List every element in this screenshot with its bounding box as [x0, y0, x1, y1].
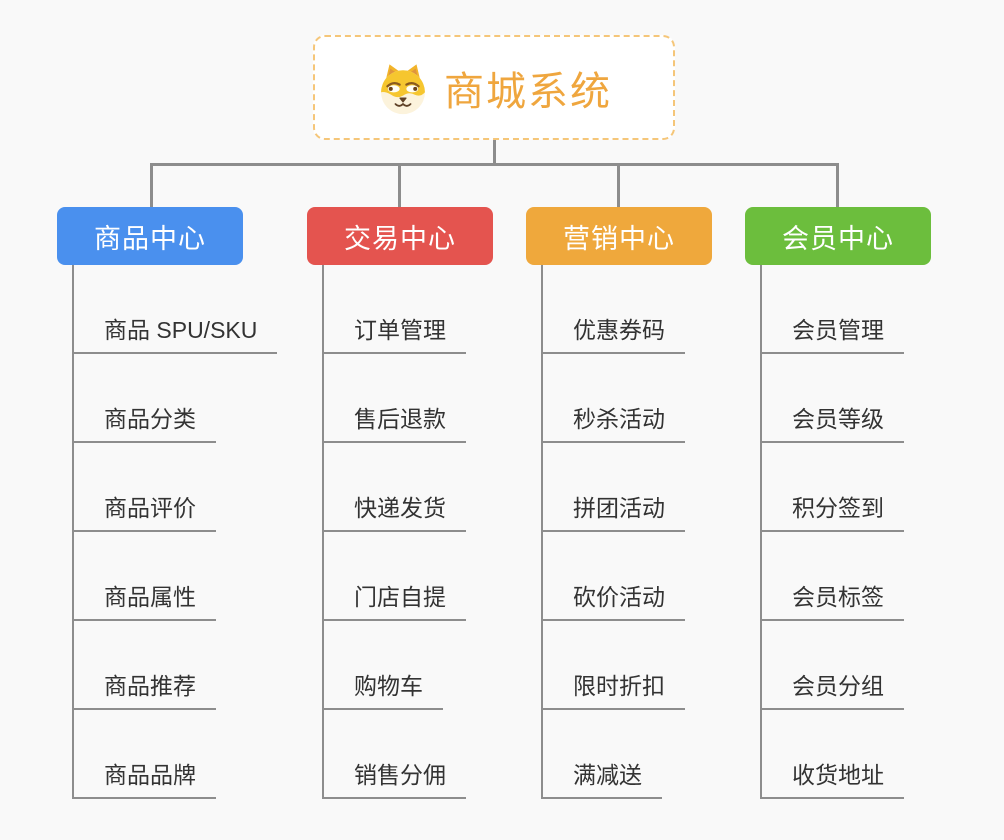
topic-node[interactable]: 优惠券码 — [543, 311, 685, 354]
topic-node[interactable]: 会员标签 — [762, 578, 904, 621]
doge-icon — [376, 61, 430, 115]
topic-row: 商品分类 — [74, 354, 243, 443]
topic-row: 商品 SPU/SKU — [74, 265, 278, 354]
topic-row: 会员标签 — [762, 532, 931, 621]
topic-node[interactable]: 订单管理 — [324, 311, 466, 354]
topic-node[interactable]: 商品 SPU/SKU — [74, 311, 278, 354]
topic-row: 商品品牌 — [74, 710, 243, 799]
topic-row: 商品评价 — [74, 443, 243, 532]
topic-row: 优惠券码 — [543, 265, 712, 354]
connector-root-stub — [493, 140, 496, 164]
topic-row: 限时折扣 — [543, 621, 712, 710]
topic-node[interactable]: 商品品牌 — [74, 756, 216, 799]
root-title: 商城系统 — [444, 69, 612, 114]
topic-row: 收货地址 — [762, 710, 931, 799]
branch-items-trade: 订单管理 售后退款 快递发货 门店自提 购物车 销售分佣 — [322, 265, 493, 799]
topic-node[interactable]: 会员等级 — [762, 400, 904, 443]
topic-row: 商品推荐 — [74, 621, 243, 710]
connector-drop-product — [150, 163, 153, 207]
topic-row: 积分签到 — [762, 443, 931, 532]
branch-items-product: 商品 SPU/SKU 商品分类 商品评价 商品属性 商品推荐 商品品牌 — [72, 265, 278, 799]
connector-drop-trade — [398, 163, 401, 207]
topic-node[interactable]: 商品推荐 — [74, 667, 216, 710]
topic-row: 门店自提 — [324, 532, 493, 621]
branch-items-member: 会员管理 会员等级 积分签到 会员标签 会员分组 收货地址 — [760, 265, 931, 799]
branch-column-trade: 交易中心 订单管理 售后退款 快递发货 门店自提 购物车 销售分佣 — [307, 207, 493, 799]
topic-row: 订单管理 — [324, 265, 493, 354]
connector-drop-marketing — [617, 163, 620, 207]
branch-node-trade-center[interactable]: 交易中心 — [307, 207, 493, 265]
topic-node[interactable]: 商品评价 — [74, 489, 216, 532]
topic-row: 拼团活动 — [543, 443, 712, 532]
topic-node[interactable]: 拼团活动 — [543, 489, 685, 532]
topic-row: 快递发货 — [324, 443, 493, 532]
topic-row: 购物车 — [324, 621, 493, 710]
branch-node-member-center[interactable]: 会员中心 — [745, 207, 931, 265]
connector-drop-member — [836, 163, 839, 207]
topic-row: 商品属性 — [74, 532, 243, 621]
topic-node[interactable]: 秒杀活动 — [543, 400, 685, 443]
branch-column-member: 会员中心 会员管理 会员等级 积分签到 会员标签 会员分组 收货地址 — [745, 207, 931, 799]
branch-items-marketing: 优惠券码 秒杀活动 拼团活动 砍价活动 限时折扣 满减送 — [541, 265, 712, 799]
connector-horizontal — [150, 163, 839, 166]
topic-row: 秒杀活动 — [543, 354, 712, 443]
topic-node[interactable]: 会员管理 — [762, 311, 904, 354]
topic-node[interactable]: 收货地址 — [762, 756, 904, 799]
branch-column-marketing: 营销中心 优惠券码 秒杀活动 拼团活动 砍价活动 限时折扣 满减送 — [526, 207, 712, 799]
topic-node[interactable]: 销售分佣 — [324, 756, 466, 799]
topic-node[interactable]: 积分签到 — [762, 489, 904, 532]
topic-node[interactable]: 满减送 — [543, 756, 662, 799]
topic-node[interactable]: 会员分组 — [762, 667, 904, 710]
topic-row: 销售分佣 — [324, 710, 493, 799]
topic-node[interactable]: 售后退款 — [324, 400, 466, 443]
branch-node-product-center[interactable]: 商品中心 — [57, 207, 243, 265]
topic-node[interactable]: 商品属性 — [74, 578, 216, 621]
topic-row: 砍价活动 — [543, 532, 712, 621]
topic-row: 会员管理 — [762, 265, 931, 354]
branch-column-product: 商品中心 商品 SPU/SKU 商品分类 商品评价 商品属性 商品推荐 商品品牌 — [57, 207, 278, 799]
topic-node[interactable]: 购物车 — [324, 667, 443, 710]
topic-row: 会员分组 — [762, 621, 931, 710]
topic-row: 售后退款 — [324, 354, 493, 443]
topic-row: 会员等级 — [762, 354, 931, 443]
topic-row: 满减送 — [543, 710, 712, 799]
branch-node-marketing-center[interactable]: 营销中心 — [526, 207, 712, 265]
topic-node[interactable]: 门店自提 — [324, 578, 466, 621]
topic-node[interactable]: 限时折扣 — [543, 667, 685, 710]
topic-node[interactable]: 快递发货 — [324, 489, 466, 532]
topic-node[interactable]: 砍价活动 — [543, 578, 685, 621]
topic-node[interactable]: 商品分类 — [74, 400, 216, 443]
root-node[interactable]: 商城系统 — [313, 35, 675, 140]
